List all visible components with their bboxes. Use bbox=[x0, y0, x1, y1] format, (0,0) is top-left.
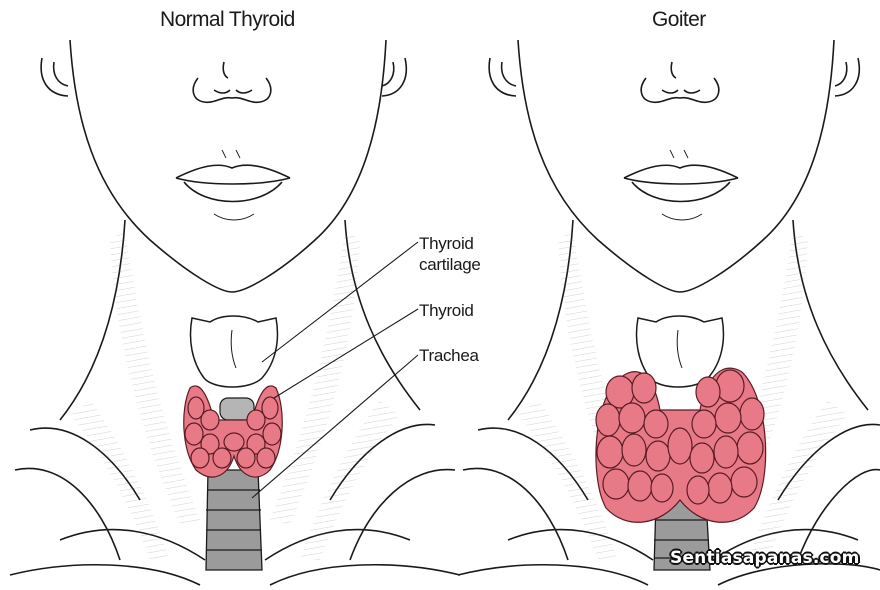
trachea-normal bbox=[206, 470, 262, 570]
thyroid-cartilage-label: Thyroid cartilage bbox=[419, 233, 481, 275]
thyroid-label: Thyroid bbox=[419, 300, 474, 321]
trachea-label: Trachea bbox=[419, 345, 479, 366]
goiter-title: Goiter bbox=[652, 8, 706, 32]
site-watermark: Sentiasapanas.com bbox=[670, 548, 860, 568]
thyroid-cartilage-normal bbox=[191, 316, 278, 387]
normal-thyroid-title: Normal Thyroid bbox=[160, 8, 295, 32]
thyroid-gland-goiter bbox=[596, 368, 766, 522]
